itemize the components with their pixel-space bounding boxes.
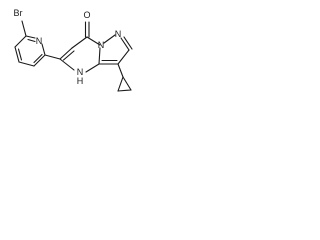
- bond-c5-c6: [59, 47, 73, 60]
- bond-c7-n8: [86, 36, 101, 46]
- bond-c3-c2-double: [33, 53, 43, 64]
- bond-c6-c7: [71, 36, 88, 49]
- bond-n1-c2-double: [123, 36, 133, 50]
- bond-c6-br: [21, 20, 27, 37]
- atom-amine-nitrogen: N: [77, 67, 84, 77]
- bond-c4-c3: [18, 61, 35, 67]
- bond-c3-cyclopropyl: [117, 63, 124, 78]
- bond-c3-c2: [33, 54, 46, 67]
- bond-n1-c2: [120, 37, 130, 51]
- atom-carbonyl-oxygen: O: [83, 10, 90, 20]
- atom-pyridine-nitrogen: N: [36, 36, 43, 46]
- bond-cp-c-a: [122, 76, 132, 91]
- bond-cp-b-c: [117, 89, 132, 92]
- bond-n4-c5: [59, 58, 75, 71]
- pyrimidinone-ring: [59, 36, 101, 73]
- pyrazole-ring: [98, 34, 133, 65]
- chemical-structure-diagram: Br N O N N N H: [14, 8, 133, 92]
- atom-bridgehead-nitrogen: N: [98, 40, 105, 50]
- bond-pyridine-link: [44, 54, 61, 60]
- bond-cp-a-b: [117, 76, 124, 92]
- pyridine-ring: [14, 35, 46, 67]
- bond-c2-n1: [41, 43, 46, 56]
- bond-n8-c3a: [98, 47, 101, 65]
- bond-n1-c6: [25, 35, 36, 39]
- bond-c5-c4-double: [17, 48, 23, 61]
- bond-c6-c5: [14, 35, 27, 48]
- atom-bromine: Br: [14, 8, 23, 18]
- bond-n8-n1: [103, 34, 116, 44]
- bond-c2-c3: [117, 49, 130, 65]
- bond-c5-c4: [14, 46, 20, 63]
- atom-amine-hydrogen: H: [77, 76, 84, 86]
- atom-pyrazole-nitrogen: N: [115, 29, 122, 39]
- bond-n1-c6-double: [27, 38, 36, 43]
- bond-c5-c6-double: [62, 50, 75, 61]
- cyclopropyl-group: [117, 63, 132, 92]
- bond-c3a-n4: [85, 63, 100, 73]
